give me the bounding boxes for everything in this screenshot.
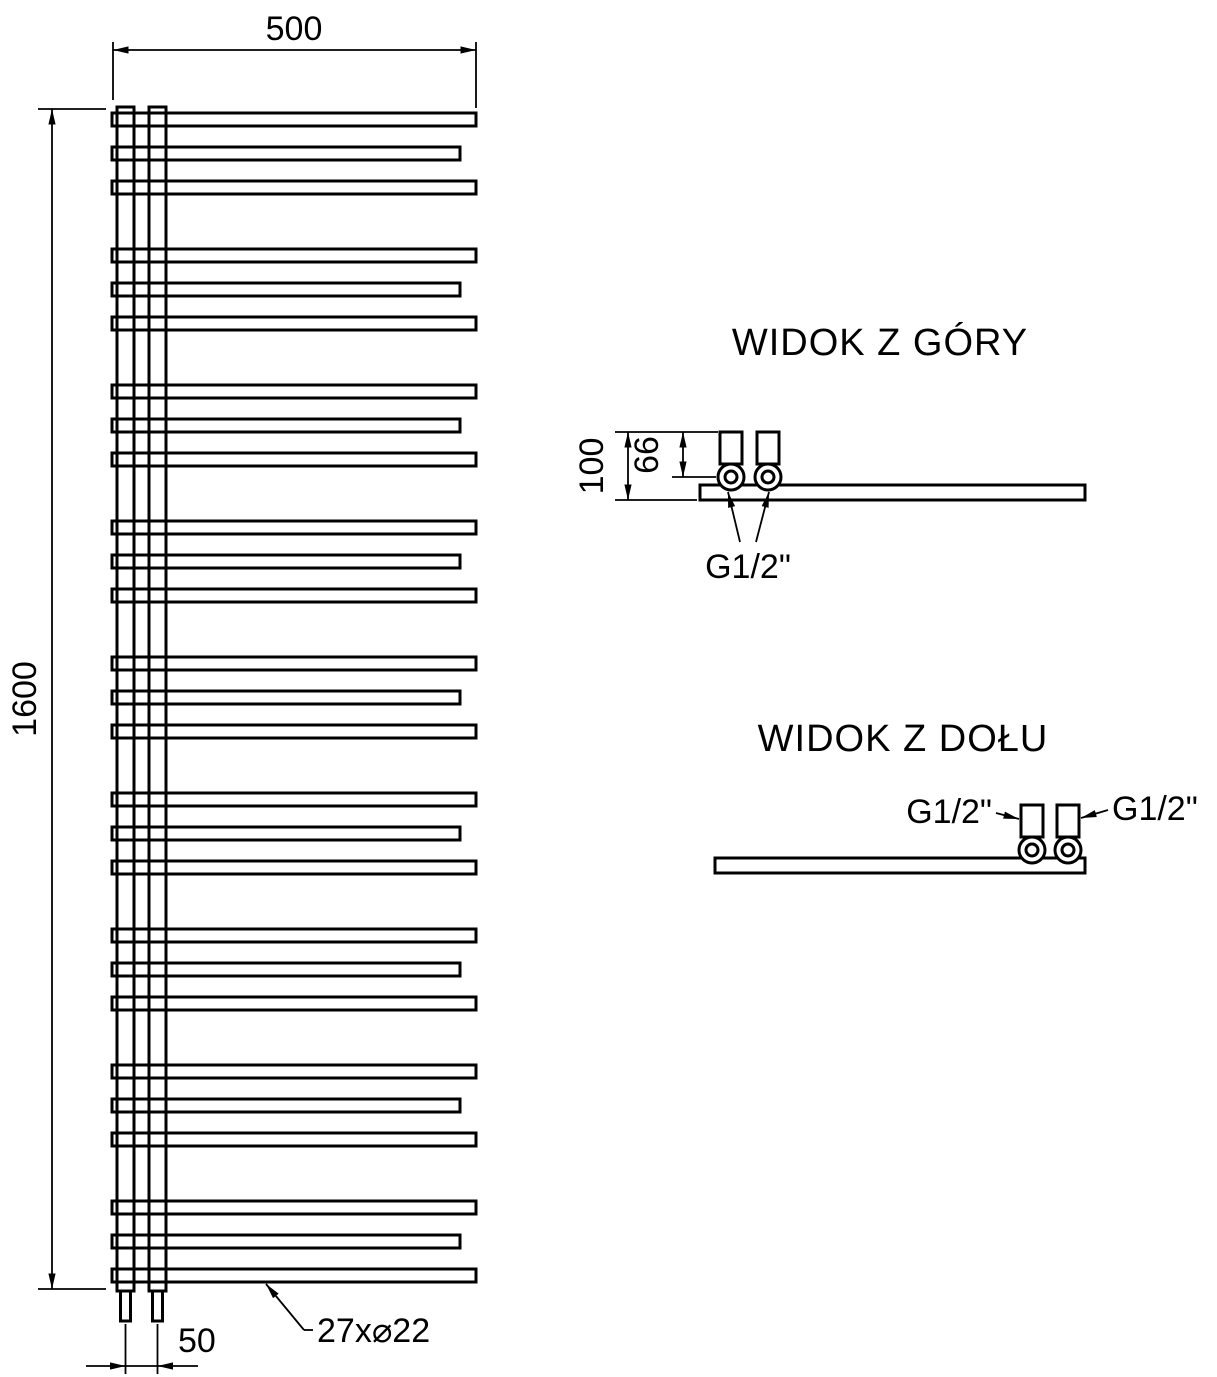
bottom-view: WIDOK Z DOŁU G1/2" G1/2" — [713, 718, 1198, 875]
connection-port-bore — [1024, 842, 1040, 858]
valve-fitting — [1019, 803, 1045, 839]
leader-line — [727, 491, 741, 543]
depth-dimension-label: 100 — [573, 438, 611, 495]
connection-port-bore — [723, 469, 739, 485]
top-view: WIDOK Z GÓRY 100 66 G1/2" — [573, 321, 1087, 586]
radiator-tube — [110, 791, 478, 808]
valve-fitting — [1055, 803, 1081, 839]
valve-fitting — [718, 430, 744, 466]
radiator-tube — [110, 111, 478, 128]
front-view: 500 1600 50 27x⌀22 — [6, 10, 478, 1374]
connection-port-bore — [760, 469, 776, 485]
radiator-tube — [110, 417, 462, 434]
tube-array — [110, 111, 478, 1284]
connection-thread-label-right: G1/2" — [1112, 790, 1198, 828]
radiator-tube — [110, 927, 478, 944]
connection-stub-left — [119, 1289, 132, 1323]
radiator-tube — [110, 315, 478, 332]
radiator-tube — [110, 553, 462, 570]
radiator-panel-bottom-view — [713, 856, 1087, 875]
leader-line — [755, 491, 770, 543]
height-dimension-label: 1600 — [6, 661, 44, 737]
width-dimension-label: 500 — [266, 10, 323, 48]
radiator-panel-top-view — [698, 483, 1087, 502]
spacing-dimension-label: 50 — [178, 1322, 216, 1360]
radiator-tube — [110, 1199, 478, 1216]
radiator-tube — [110, 1063, 478, 1080]
connection-thread-label: G1/2" — [705, 548, 791, 586]
radiator-tube — [110, 383, 478, 400]
connection-port-bore — [1060, 842, 1076, 858]
radiator-tube — [110, 1233, 462, 1250]
leader-line — [265, 1283, 305, 1331]
radiator-tube — [110, 587, 478, 604]
radiator-tube — [110, 859, 478, 876]
radiator-tube — [110, 281, 462, 298]
leader-line — [995, 811, 1020, 820]
radiator-tube — [110, 247, 478, 264]
valve-fitting — [755, 430, 781, 466]
radiator-tube — [110, 961, 462, 978]
leader-line — [1080, 809, 1109, 819]
radiator-tube — [110, 655, 478, 672]
radiator-tube — [110, 689, 462, 706]
radiator-tube — [110, 451, 478, 468]
radiator-tube — [110, 995, 478, 1012]
radiator-tube — [110, 1097, 462, 1114]
connection-thread-label-left: G1/2" — [906, 793, 992, 831]
radiator-tube — [110, 825, 462, 842]
bottom-view-title: WIDOK Z DOŁU — [758, 718, 1049, 760]
radiator-tube — [110, 519, 478, 536]
connection-stub-right — [151, 1289, 164, 1323]
top-view-title: WIDOK Z GÓRY — [732, 321, 1028, 364]
radiator-tube — [110, 145, 462, 162]
axis-dimension-label: 66 — [628, 436, 666, 474]
radiator-tube — [110, 179, 478, 196]
radiator-tube — [110, 1267, 478, 1284]
tube-spec-label: 27x⌀22 — [317, 1312, 430, 1350]
radiator-tube — [110, 723, 478, 740]
radiator-tube — [110, 1131, 478, 1148]
